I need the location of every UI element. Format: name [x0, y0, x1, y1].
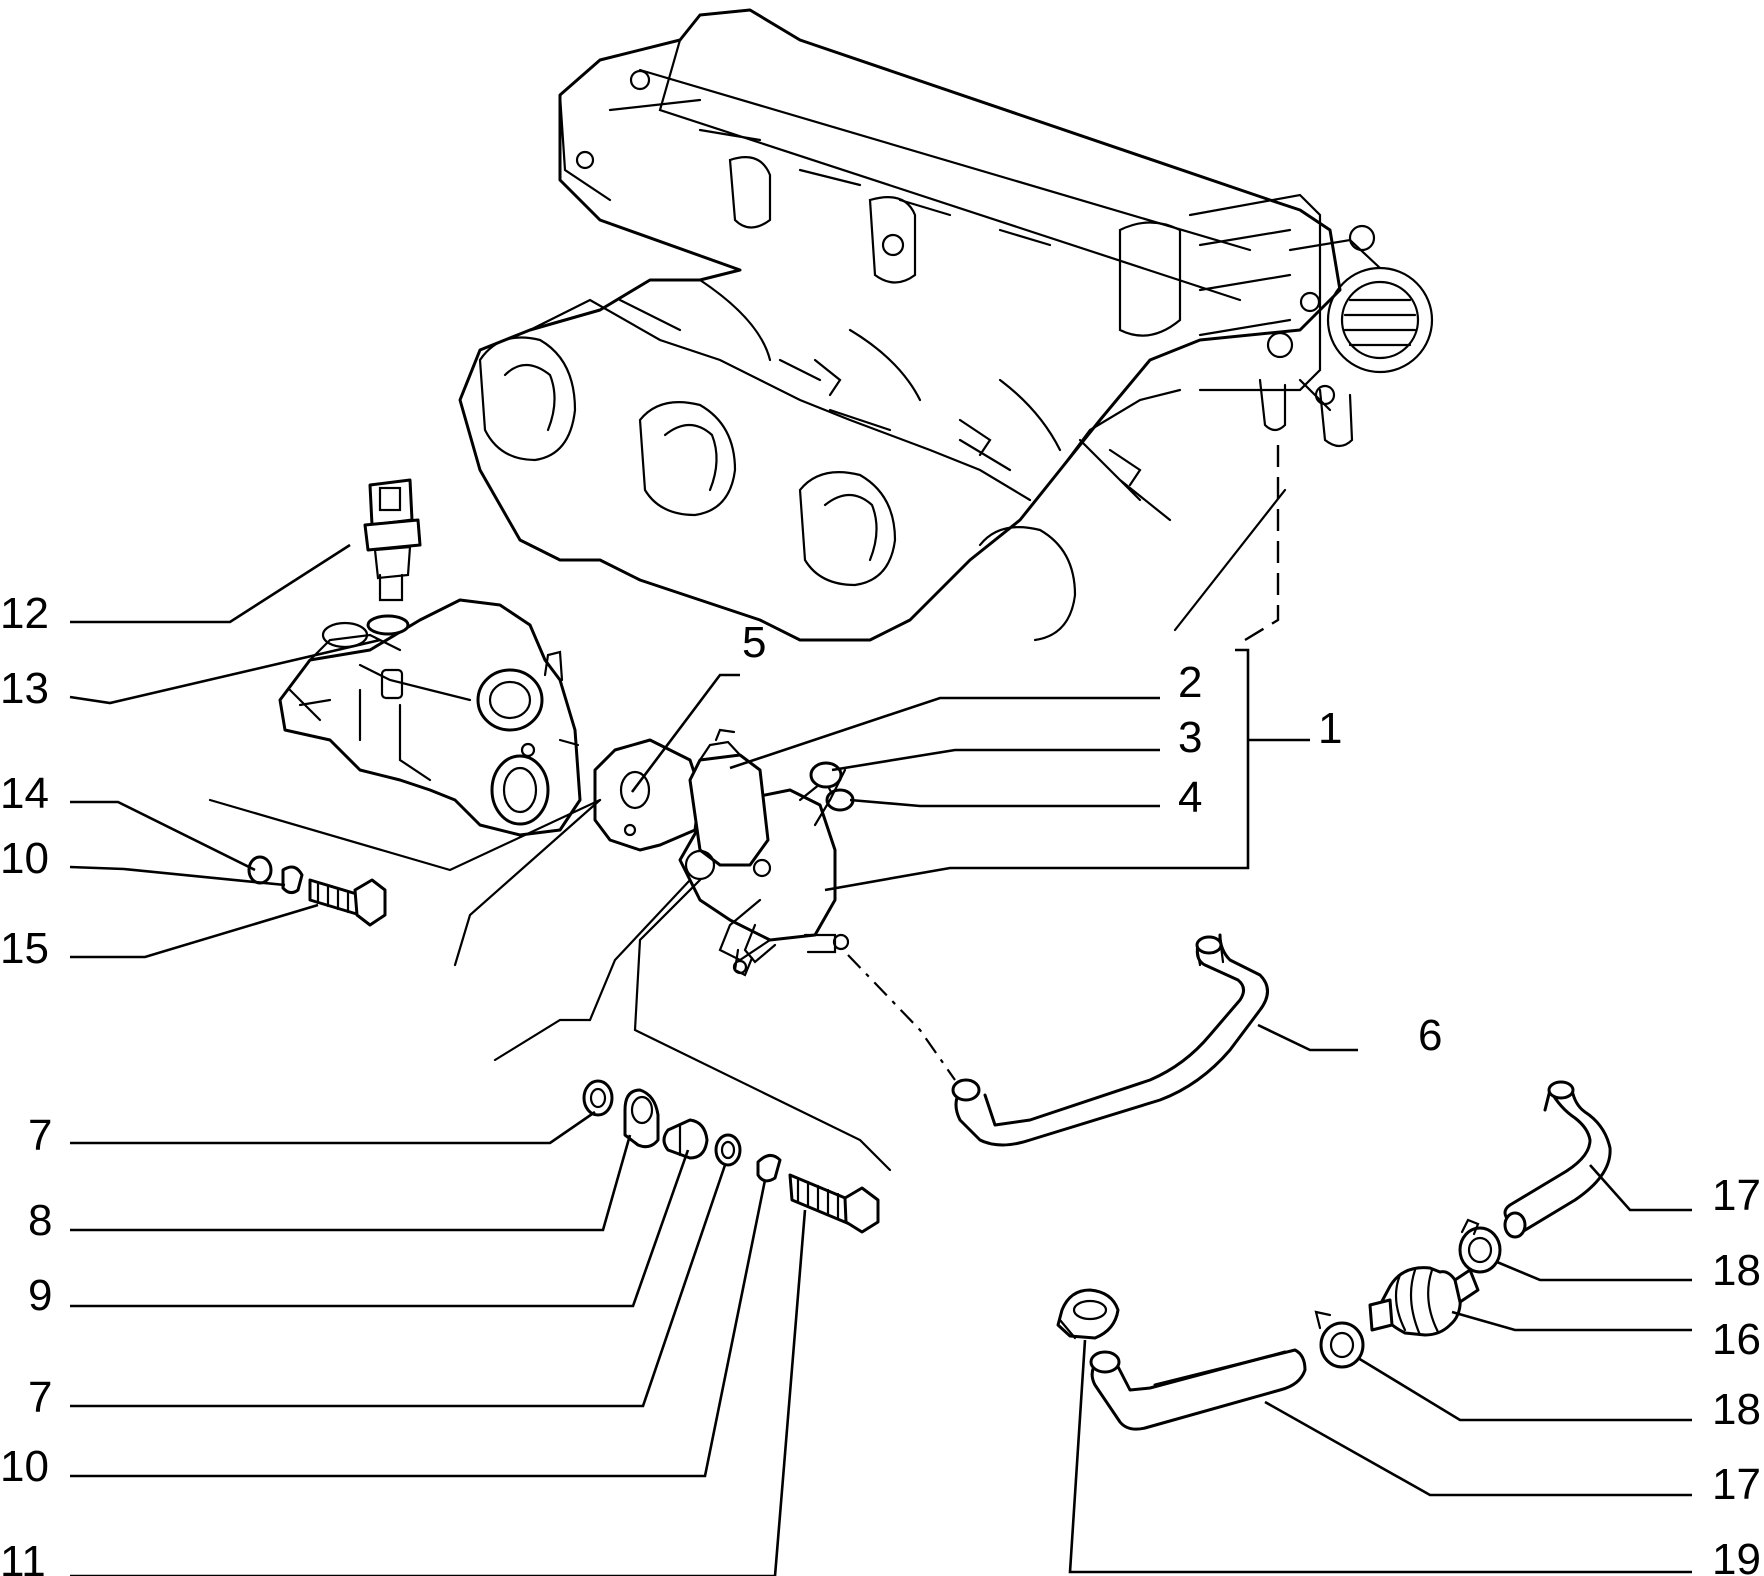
hose-clamp-19: [1056, 1288, 1120, 1340]
callout-19: 19: [1712, 1535, 1761, 1576]
callout-1: 1: [1318, 704, 1342, 753]
thermostat-housing: [278, 598, 582, 837]
fastener-set: [582, 1079, 880, 1234]
dashed-link: [1244, 445, 1280, 642]
leader-lines: [69, 543, 1692, 1576]
callout-5: 5: [742, 618, 766, 667]
callout-18: 18: [1712, 1246, 1761, 1295]
coolant-hose-17-lower: [1089, 1348, 1307, 1431]
callout-18-second: 18: [1712, 1385, 1761, 1434]
callout-17: 17: [1712, 1171, 1761, 1220]
callout-17-second: 17: [1712, 1460, 1761, 1509]
callout-4: 4: [1178, 773, 1202, 822]
callout-16: 16: [1712, 1315, 1761, 1364]
callout-10: 10: [0, 834, 49, 883]
callout-3: 3: [1178, 713, 1202, 762]
filter-element: [1368, 1266, 1480, 1337]
callout-13: 13: [0, 664, 49, 713]
o-ring: [809, 761, 843, 789]
intake-manifold: [458, 8, 1434, 642]
hose-clamp-upper: [1458, 1218, 1502, 1274]
callout-8: 8: [28, 1196, 52, 1245]
idle-valve-assembly: [593, 728, 850, 977]
callout-9: 9: [28, 1271, 52, 1320]
temperature-sensor: [363, 478, 422, 602]
callout-11: 11: [0, 1537, 46, 1576]
callout-15: 15: [0, 924, 49, 973]
callout-10-second: 10: [0, 1442, 49, 1491]
coolant-hose-17-upper: [1503, 1080, 1612, 1239]
callout-12: 12: [0, 589, 49, 638]
callout-7: 7: [28, 1111, 52, 1160]
callout-14: 14: [0, 769, 49, 818]
sensor-washer: [366, 614, 410, 636]
bolt-set-upper: [247, 855, 387, 927]
coolant-hose-6: [951, 933, 1269, 1147]
callout-6: 6: [1418, 1011, 1442, 1060]
hose-clamp-lower: [1314, 1310, 1365, 1369]
callout-7-second: 7: [28, 1373, 52, 1422]
callout-2: 2: [1178, 658, 1202, 707]
